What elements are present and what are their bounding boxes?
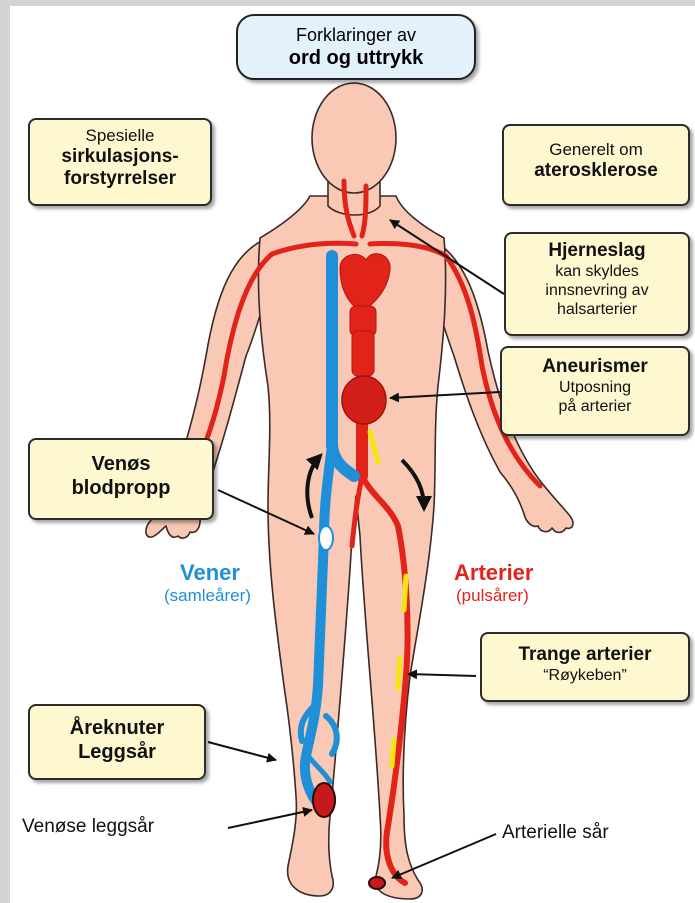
varicose-line-1: Åreknuter xyxy=(30,716,204,740)
special-line-2: sirkulasjons- xyxy=(30,146,210,168)
aneurysm-bulge xyxy=(342,376,386,424)
varicose-line-2: Leggsår xyxy=(30,740,204,764)
arteries-label: Arterier xyxy=(454,560,533,586)
title-box[interactable]: Forklaringer av ord og uttrykk xyxy=(236,14,476,80)
special-line-1: Spesielle xyxy=(30,126,210,146)
arteries-sublabel: (pulsårer) xyxy=(456,586,529,606)
stroke-box[interactable]: Hjerneslag kan skyldes innsnevring av ha… xyxy=(504,232,690,336)
narrow-arteries-box[interactable]: Trange arterier “Røykeben” xyxy=(480,632,690,702)
thrombosis-line-1: Venøs xyxy=(30,452,212,476)
thrombosis-line-2: blodpropp xyxy=(30,476,212,500)
venous-ulcer-mark xyxy=(313,783,335,817)
stroke-title: Hjerneslag xyxy=(506,240,688,262)
narrow-title: Trange arterier xyxy=(482,644,688,666)
aneurysm-title: Aneurismer xyxy=(502,356,688,378)
venous-clot xyxy=(319,526,333,550)
aneurysm-line-2: på arterier xyxy=(502,397,688,416)
special-circulation-box[interactable]: Spesielle sirkulasjons- forstyrrelser xyxy=(28,118,212,206)
special-line-3: forstyrrelser xyxy=(30,168,210,190)
narrow-line-1: “Røykeben” xyxy=(482,666,688,685)
title-line-1: Forklaringer av xyxy=(238,24,474,46)
general-line-1: Generelt om xyxy=(504,140,688,160)
general-line-2: aterosklerose xyxy=(504,160,688,182)
arterial-ulcer-label: Arterielle sår xyxy=(502,822,609,844)
stroke-line-2: innsnevring av xyxy=(506,281,688,300)
aneurysm-box[interactable]: Aneurismer Utposning på arterier xyxy=(500,346,690,436)
veins-label: Vener xyxy=(180,560,240,586)
veins-sublabel: (samleårer) xyxy=(164,586,251,606)
venous-thrombosis-box[interactable]: Venøs blodpropp xyxy=(28,438,214,520)
stroke-line-3: halsarterier xyxy=(506,300,688,319)
title-line-2: ord og uttrykk xyxy=(238,46,474,70)
stroke-line-1: kan skyldes xyxy=(506,262,688,281)
aneurysm-line-1: Utposning xyxy=(502,378,688,397)
varicose-veins-box[interactable]: Åreknuter Leggsår xyxy=(28,704,206,780)
diagram-canvas: Forklaringer av ord og uttrykk Spesielle… xyxy=(10,6,695,903)
venous-ulcer-label: Venøse leggsår xyxy=(22,816,154,838)
atherosclerosis-box[interactable]: Generelt om aterosklerose xyxy=(502,124,690,206)
arterial-ulcer-mark xyxy=(369,877,385,889)
